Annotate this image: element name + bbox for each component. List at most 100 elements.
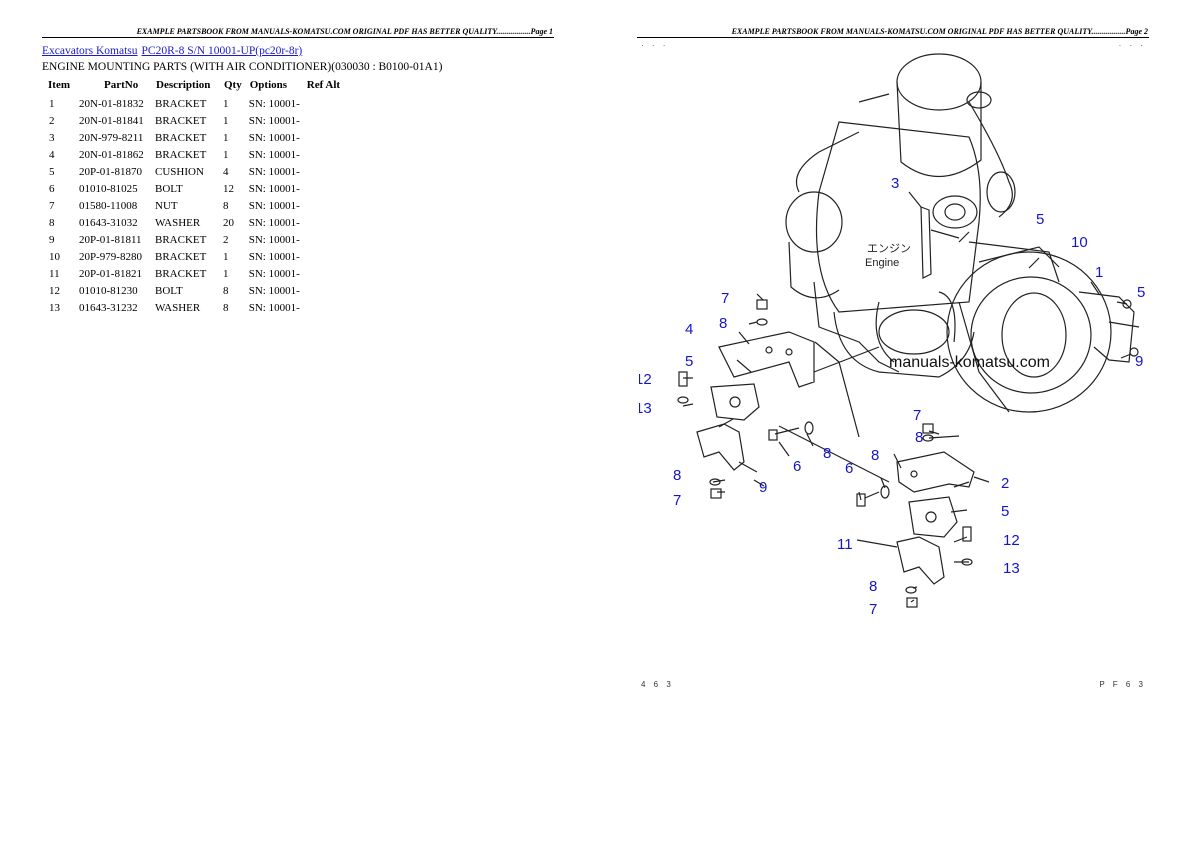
callout-6-left: 6 xyxy=(793,458,801,475)
cell-options: SN: 10001- xyxy=(248,284,300,297)
section-title: ENGINE MOUNTING PARTS (WITH AIR CONDITIO… xyxy=(42,61,443,73)
footer-page-code-left: 4 6 3 xyxy=(641,680,674,689)
callout-8-bottom: 8 xyxy=(869,578,877,595)
cell-item: 11 xyxy=(49,267,60,280)
page-1: EXAMPLE PARTSBOOK FROM MANUALS-KOMATSU.C… xyxy=(42,27,554,316)
callout-3: 3 xyxy=(891,175,899,192)
cell-qty: 4 xyxy=(223,165,229,178)
breadcrumb-link-category[interactable]: Excavators Komatsu xyxy=(42,45,138,57)
page-header: EXAMPLE PARTSBOOK FROM MANUALS-KOMATSU.C… xyxy=(136,27,553,36)
breadcrumb-link-model[interactable]: PC20R-8 S/N 10001-UP(pc20r-8r) xyxy=(141,45,303,57)
cell-ref-alt xyxy=(303,129,344,146)
cell-item: 9 xyxy=(49,233,55,246)
cell-partno: 01010-81025 xyxy=(79,182,138,195)
engine-label-english: Engine xyxy=(865,257,899,269)
callout-1: 1 xyxy=(1095,264,1103,281)
callout-8-left: 8 xyxy=(673,467,681,484)
cell-qty: 8 xyxy=(223,199,229,212)
cell-qty: 1 xyxy=(223,131,229,144)
col-header-qty: Qty xyxy=(224,78,242,91)
page-header: EXAMPLE PARTSBOOK FROM MANUALS-KOMATSU.C… xyxy=(731,27,1148,36)
cell-description: BRACKET xyxy=(155,148,207,161)
callout-5-right: 5 xyxy=(1137,284,1145,301)
cell-qty: 1 xyxy=(223,250,229,263)
cell-partno: 20P-01-81821 xyxy=(79,267,142,280)
cell-partno: 01643-31032 xyxy=(79,216,138,229)
callout-8-top: 8 xyxy=(719,315,727,332)
cell-partno: 20N-01-81841 xyxy=(79,114,144,127)
cell-partno: 20P-01-81811 xyxy=(79,233,142,246)
cell-ref-alt xyxy=(303,214,344,231)
callout-7-mid: 7 xyxy=(913,407,921,424)
cell-qty: 8 xyxy=(223,284,229,297)
cell-ref-alt xyxy=(303,112,344,129)
cell-item: 2 xyxy=(49,114,55,127)
cell-ref-alt xyxy=(303,197,344,214)
cell-ref-alt xyxy=(303,146,344,163)
cell-item: 8 xyxy=(49,216,55,229)
cell-description: BOLT xyxy=(155,284,183,297)
header-rule xyxy=(42,37,554,38)
cell-options: SN: 10001- xyxy=(248,301,300,314)
cell-partno: 20N-979-8211 xyxy=(79,131,144,144)
callout-13-bottom: 13 xyxy=(1003,560,1020,577)
callout-5-left: 5 xyxy=(685,353,693,370)
callout-5-top: 5 xyxy=(1036,211,1044,228)
table-row: 7 01580-11008 NUT 8 SN: 10001- xyxy=(44,197,344,214)
exploded-parts-diagram: エンジン Engine 1 2 3 4 5 5 5 5 6 6 7 7 7 7 … xyxy=(639,53,1145,618)
cell-ref-alt xyxy=(303,180,344,197)
cell-options: SN: 10001- xyxy=(248,131,300,144)
cell-description: CUSHION xyxy=(155,165,204,178)
col-header-description: Description xyxy=(156,78,211,91)
cell-item: 7 xyxy=(49,199,55,212)
cell-item: 5 xyxy=(49,165,55,178)
callout-labels: 1 2 3 4 5 5 5 5 6 6 7 7 7 7 8 8 8 8 8 8 … xyxy=(639,175,1145,618)
cell-ref-alt xyxy=(303,95,344,112)
cell-partno: 20P-979-8280 xyxy=(79,250,142,263)
cell-qty: 20 xyxy=(223,216,234,229)
cell-partno: 01580-11008 xyxy=(79,199,138,212)
callout-12-bottom: 12 xyxy=(1003,532,1020,549)
cell-item: 12 xyxy=(49,284,60,297)
cell-description: BRACKET xyxy=(155,114,207,127)
cell-options: SN: 10001- xyxy=(248,148,300,161)
cell-description: BRACKET xyxy=(155,250,207,263)
table-row: 12 01010-81230 BOLT 8 SN: 10001- xyxy=(44,282,344,299)
cell-options: SN: 10001- xyxy=(248,199,300,212)
cell-description: WASHER xyxy=(155,301,201,314)
col-header-item: Item xyxy=(48,78,70,91)
cell-options: SN: 10001- xyxy=(248,114,300,127)
cell-item: 10 xyxy=(49,250,60,263)
cell-description: BRACKET xyxy=(155,267,207,280)
callout-9-left: 9 xyxy=(759,479,767,496)
parts-table: Item PartNo Description Qty Options Ref … xyxy=(44,77,344,316)
cell-qty: 1 xyxy=(223,97,229,110)
parts-table-header-row: Item PartNo Description Qty Options Ref … xyxy=(44,77,344,95)
engine-label-japanese: エンジン xyxy=(867,243,911,255)
col-header-ref-alt: Ref Alt xyxy=(306,78,341,91)
cell-description: BOLT xyxy=(155,182,183,195)
callout-5-bottom: 5 xyxy=(1001,503,1009,520)
cell-options: SN: 10001- xyxy=(248,267,300,280)
cell-item: 1 xyxy=(49,97,55,110)
cell-item: 4 xyxy=(49,148,55,161)
cell-options: SN: 10001- xyxy=(248,233,300,246)
corner-mark-right: · · · xyxy=(1118,41,1146,50)
cell-ref-alt xyxy=(303,265,344,282)
callout-11: 11 xyxy=(837,536,853,553)
header-rule xyxy=(637,37,1149,38)
cell-description: NUT xyxy=(155,199,178,212)
cell-ref-alt xyxy=(303,299,344,316)
callout-8-midright: 8 xyxy=(915,429,923,446)
callout-7-bottom: 7 xyxy=(869,601,877,618)
cell-partno: 01010-81230 xyxy=(79,284,138,297)
cell-ref-alt xyxy=(303,248,344,265)
